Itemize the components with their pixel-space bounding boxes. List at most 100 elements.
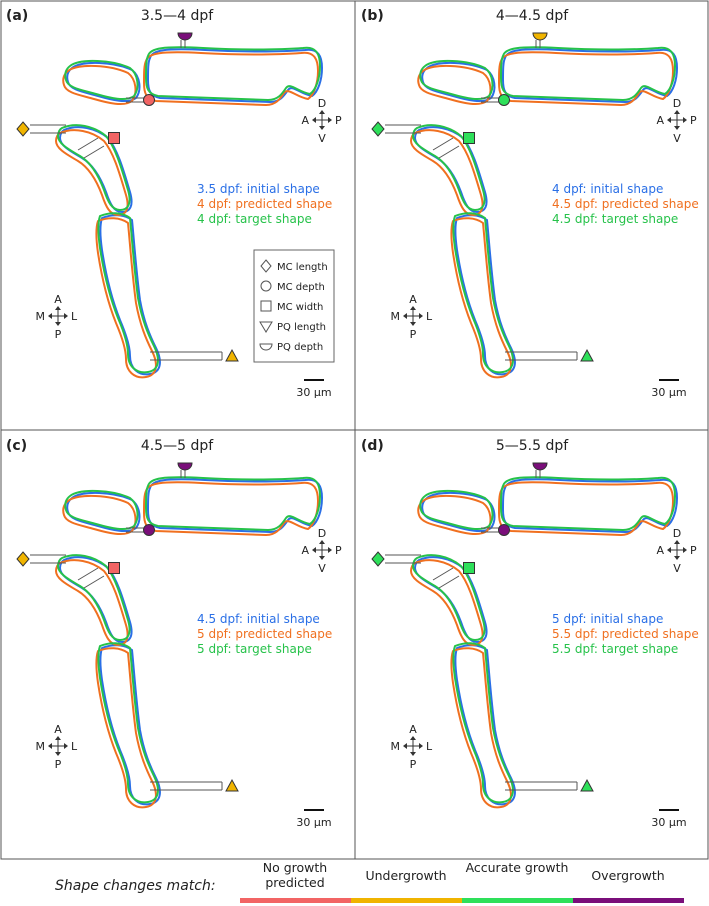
initial-left-path [66, 61, 141, 103]
compass-dv-label-top: D [318, 527, 326, 540]
compass-ml-arrow-left [48, 313, 52, 319]
predicted-right-outline [498, 481, 674, 536]
initial-lower-outline [99, 644, 161, 806]
mc-width-guide [77, 567, 105, 589]
target-lower-outline [452, 642, 514, 804]
predicted-lower-outline [450, 217, 512, 379]
key-mc-depth-label: MC depth [277, 282, 325, 293]
compass-ml-label-right: L [426, 310, 433, 323]
mc-depth-guide [481, 97, 501, 103]
mc-length-marker [371, 551, 385, 567]
compass-dv-arrow-right [683, 547, 687, 553]
shape-legend-predicted: 5.5 dpf: predicted shape [552, 627, 699, 641]
predicted-upper-path [410, 559, 484, 646]
mc-length-guide [30, 124, 66, 134]
scale-label: 30 µm [651, 386, 686, 399]
panel-letter: (d) [361, 438, 384, 454]
key-mc-depth-symbol [260, 280, 272, 292]
key-pq-depth-symbol [259, 343, 273, 351]
panel-letter: (b) [361, 8, 384, 24]
pq-length-guide [505, 781, 578, 791]
target-lower-path [452, 642, 514, 804]
predicted-lower-outline [95, 647, 157, 809]
panel-title: 4—4.5 dpf [496, 8, 569, 24]
compass-ml-arrow-left [403, 313, 407, 319]
mc-width-marker [108, 562, 120, 574]
predicted-right-path [143, 481, 319, 536]
initial-lower-outline [99, 214, 161, 376]
panel-title: 3.5—4 dpf [141, 8, 214, 24]
compass-ml-label-top: A [54, 723, 62, 736]
compass-ml-label-left: M [36, 310, 46, 323]
mc-depth-marker [498, 524, 510, 536]
predicted-left-outline [417, 64, 492, 106]
target-right-outline [500, 46, 676, 101]
shape-legend-predicted: 4.5 dpf: predicted shape [552, 197, 699, 211]
predicted-right-path [498, 51, 674, 106]
mc-width-guide [432, 567, 460, 589]
initial-lower-outline [454, 214, 516, 376]
panel-title: 5—5.5 dpf [496, 438, 569, 454]
pq-length-marker [580, 348, 594, 362]
compass-ml-arrow-up [410, 306, 416, 310]
mc-width-marker [463, 132, 475, 144]
target-left-path [64, 59, 139, 101]
compass-ml-label-right: L [71, 310, 78, 323]
predicted-lower-outline [95, 217, 157, 379]
mc-depth-marker [143, 94, 155, 106]
mc-depth-guide [126, 527, 146, 533]
mc-length-marker [371, 121, 385, 137]
compass-dv-arrow-up [674, 110, 680, 114]
compass-dv-label-left: A [656, 114, 664, 127]
target-right-path [500, 476, 676, 531]
compass-dv-arrow-left [667, 117, 671, 123]
target-right-outline [145, 476, 321, 531]
compass-ml-label-top: A [409, 293, 417, 306]
compass-dv-arrow-down [319, 556, 325, 560]
key-pq-length-symbol [259, 321, 273, 333]
compass-ml-label-right: L [71, 740, 78, 753]
mc-length-marker [16, 551, 30, 567]
target-left-outline [64, 59, 139, 101]
compass-dv-label-bottom: V [673, 132, 681, 145]
target-lower-outline [97, 212, 159, 374]
target-lower-path [97, 642, 159, 804]
initial-lower-outline [454, 644, 516, 806]
key-pq-length-label: PQ length [277, 322, 326, 333]
compass-ml-arrow-up [410, 736, 416, 740]
predicted-left-path [417, 64, 492, 106]
compass-ml-arrow-up [55, 736, 61, 740]
predicted-upper-path [55, 559, 129, 646]
target-left-path [64, 489, 139, 531]
compass-ml-arrow-down [410, 322, 416, 326]
shape-legend-initial: 3.5 dpf: initial shape [197, 182, 320, 196]
pq-length-marker [580, 778, 594, 792]
compass-ml-label-top: A [54, 293, 62, 306]
pq-length-guide [505, 351, 578, 361]
target-lower-path [97, 212, 159, 374]
predicted-lower-path [95, 217, 157, 379]
compass-ml-arrow-down [410, 752, 416, 756]
predicted-left-outline [62, 494, 137, 536]
compass-ml-arrow-right [64, 313, 68, 319]
compass-dv-label-left: A [656, 544, 664, 557]
shape-legend-target: 5.5 dpf: target shape [552, 642, 678, 656]
legend-label-no-growth: No growth predicted [262, 860, 328, 890]
initial-lower-path [454, 214, 516, 376]
pq-depth-guide [180, 470, 186, 478]
panel-letter: (a) [6, 8, 28, 24]
scale-label: 30 µm [296, 816, 331, 829]
scale-label: 30 µm [296, 386, 331, 399]
predicted-upper-outline [55, 559, 129, 646]
initial-left-outline [66, 491, 141, 533]
target-right-outline [145, 46, 321, 101]
target-right-path [145, 46, 321, 101]
compass-dv-arrow-right [328, 547, 332, 553]
